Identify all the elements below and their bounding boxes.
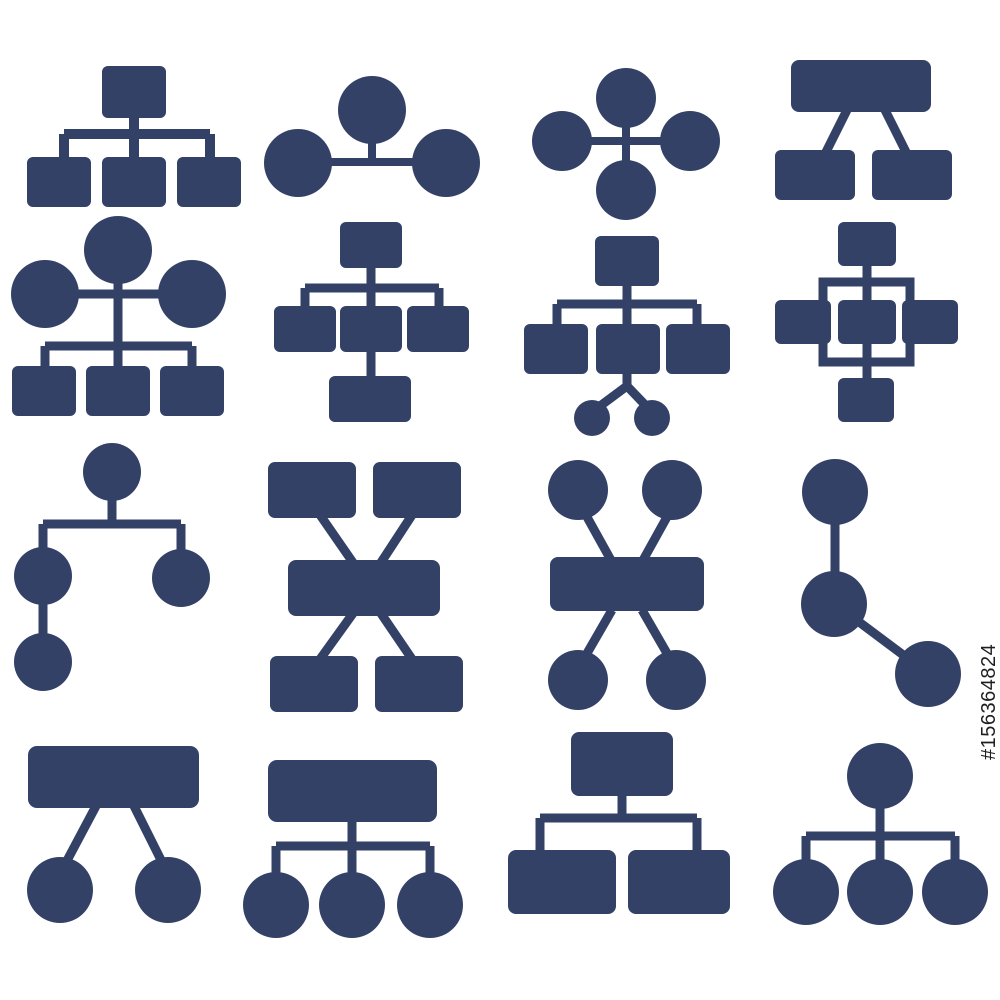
org-chart-icon-15: [508, 732, 730, 914]
stock-id-label: #156364824: [978, 643, 1000, 760]
org-chart-icon-2: [264, 76, 480, 197]
org-chart-icon-12: [801, 459, 961, 707]
org-chart-icon-10: [268, 462, 463, 712]
org-chart-icon-3: [532, 68, 720, 220]
org-chart-icon-8: [775, 222, 958, 422]
org-chart-icon-5: [11, 216, 226, 416]
org-chart-icon-4: [775, 60, 952, 200]
org-chart-icon-11: [548, 460, 706, 710]
org-chart-icon-14: [243, 760, 463, 938]
org-chart-icon-13: [27, 746, 201, 923]
org-chart-icon-9: [14, 443, 210, 691]
org-chart-icon-6: [274, 222, 469, 422]
org-chart-icon-7: [524, 236, 730, 436]
icon-set: [11, 60, 988, 938]
org-chart-icon-16: [773, 743, 988, 925]
org-chart-icon-1: [27, 66, 241, 207]
